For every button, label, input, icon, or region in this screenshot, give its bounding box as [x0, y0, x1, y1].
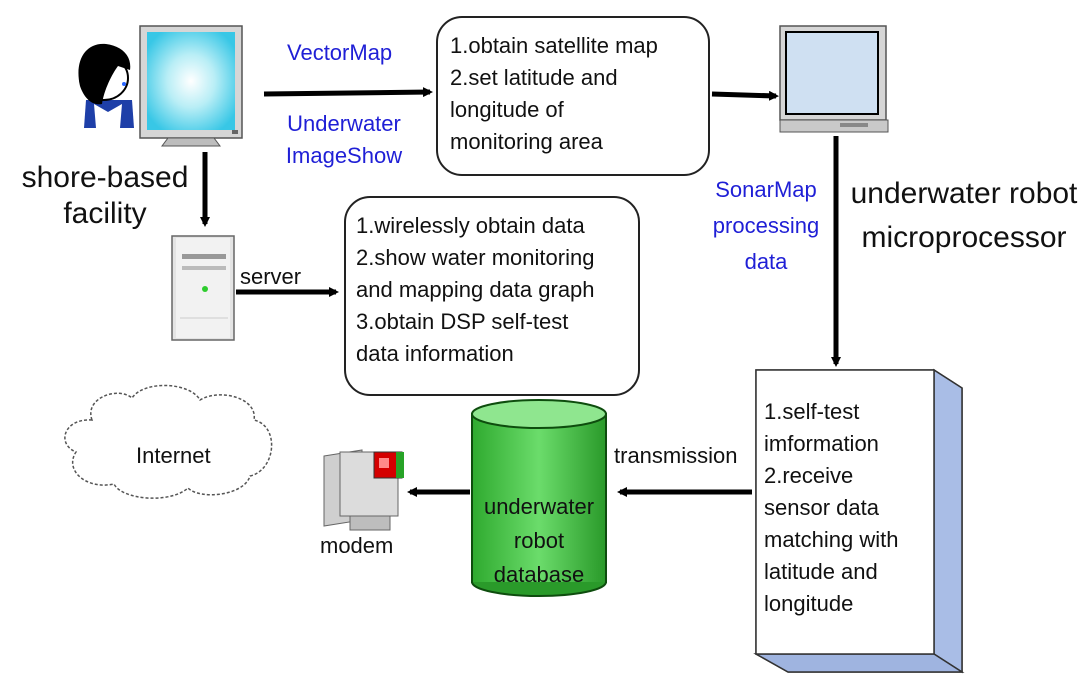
- database-label-line1: underwater: [483, 494, 595, 519]
- modem-icon: [323, 449, 404, 531]
- robot-micro-label: underwater robot microprocessor: [850, 172, 1078, 260]
- arrow-monitor-to-satellite: [263, 87, 433, 98]
- document-stack-icon: [753, 368, 965, 674]
- sonarmap-label-line3: data: [744, 249, 788, 274]
- robot-tasks-line-3: 2.receive: [764, 463, 854, 488]
- robot-monitor-icon: [779, 25, 889, 133]
- robot-tasks-line-2: imformation: [764, 431, 879, 456]
- server-tasks-line-3: and mapping data graph: [356, 277, 595, 302]
- robot-tasks-line-6: latitude and: [764, 559, 878, 584]
- server-tasks-box: 1.wirelessly obtain data 2.show water mo…: [344, 196, 640, 396]
- transmission-label: transmission: [614, 443, 738, 468]
- shore-facility-label-line2: facility: [63, 197, 147, 230]
- modem-label: modem: [320, 533, 394, 558]
- satellite-line-4: monitoring area: [450, 129, 603, 154]
- imageshow-label: Underwater ImageShow: [274, 108, 414, 172]
- robot-tasks-line-7: longitude: [764, 591, 854, 616]
- robot-micro-label-line2: microprocessor: [861, 221, 1067, 254]
- server-tasks-line-1: 1.wirelessly obtain data: [356, 213, 585, 238]
- server-tasks-line-4: 3.obtain DSP self-test: [356, 309, 569, 334]
- imageshow-label-line2: ImageShow: [285, 143, 403, 168]
- server-tasks-line-2: 2.show water monitoring: [356, 245, 595, 270]
- server-icon: [171, 235, 235, 341]
- shore-facility-label-line1: shore-based: [21, 161, 189, 194]
- arrow-satellite-to-robot: [711, 90, 779, 101]
- server-label: server: [240, 264, 302, 289]
- imageshow-label-line1: Underwater: [287, 111, 401, 136]
- database-icon: [471, 399, 607, 597]
- satellite-line-1: 1.obtain satellite map: [450, 33, 658, 58]
- person-icon: [78, 43, 134, 128]
- monitor-icon: [139, 25, 243, 147]
- shore-facility-label: shore-based facility: [10, 160, 200, 232]
- robot-tasks-line-1: 1.self-test: [764, 399, 860, 424]
- cloud-icon: [64, 384, 273, 499]
- vectormap-label: VectorMap: [287, 40, 393, 65]
- sonarmap-label-line2: processing: [712, 213, 820, 238]
- robot-tasks-line-4: sensor data: [764, 495, 879, 520]
- server-tasks-line-5: data information: [356, 341, 514, 366]
- sonarmap-label-line1: SonarMap: [715, 177, 817, 202]
- database-label: underwater robot database: [472, 490, 606, 592]
- sonarmap-label: SonarMap processing data: [698, 172, 834, 280]
- satellite-line-3: longitude of: [450, 97, 564, 122]
- database-label-line3: database: [493, 562, 585, 587]
- internet-label: Internet: [136, 443, 211, 468]
- robot-micro-label-line1: underwater robot: [850, 177, 1078, 210]
- satellite-box: 1.obtain satellite map 2.set latitude an…: [436, 16, 710, 176]
- database-label-line2: robot: [513, 528, 565, 553]
- robot-tasks-line-5: matching with: [764, 527, 899, 552]
- robot-tasks-text: 1.self-test imformation 2.receive sensor…: [764, 396, 899, 620]
- satellite-line-2: 2.set latitude and: [450, 65, 618, 90]
- flow-arrows: [200, 87, 841, 497]
